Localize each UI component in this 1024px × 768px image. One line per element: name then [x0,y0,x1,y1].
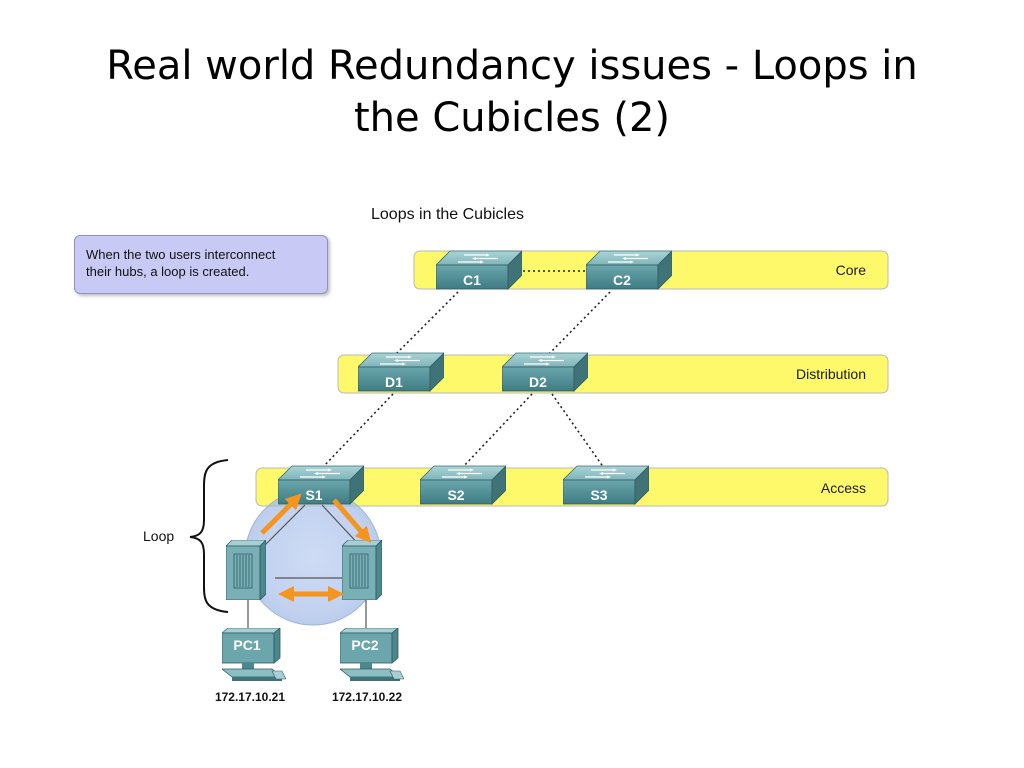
link-s1-hub1 [261,504,306,549]
distribution-layer-label: Distribution [796,366,866,382]
info-callout: When the two users interconnect their hu… [74,235,328,294]
distribution-layer: Distribution [337,354,889,394]
pc-1-ip-address: 172.17.10.21 [215,690,285,704]
link-c2-d2 [547,291,611,356]
switch-s3: S3 [563,465,649,505]
switch-d2-label: D2 [529,374,547,390]
switch-s1-label: S1 [305,487,322,503]
pc-1: PC1 [222,628,286,682]
switch-s3-label: S3 [590,487,607,503]
link-d2-s2 [461,393,533,469]
switch-c1: C1 [436,250,522,290]
slide-title: Real world Redundancy issues - Loops in … [60,40,964,144]
switch-d1-label: D1 [385,374,403,390]
loop-label: Loop [143,528,174,544]
switch-c1-label: C1 [463,272,481,288]
core-layer-label: Core [836,262,867,278]
loop-arrows [260,493,372,603]
switch-s2-label: S2 [447,487,464,503]
hub-1 [226,540,266,600]
link-c1-d1 [394,291,459,356]
callout-line-1: When the two users interconnect [86,247,276,262]
pc-1-label: PC1 [233,637,260,653]
loop-brace-icon [189,459,229,613]
link-d1-s1 [321,393,394,469]
link-d2-s3 [551,393,605,469]
hub-2 [342,540,382,600]
switch-d1: D1 [358,352,444,392]
pc-2: PC2 [340,628,404,682]
slide-title-line-1: Real world Redundancy issues - Loops in [106,43,918,89]
switch-s1: S1 [278,465,364,505]
switch-c2-label: C2 [613,272,631,288]
slide-title-line-2: the Cubicles (2) [353,95,671,141]
loop-arrow-up-icon [260,493,302,535]
diagram-caption: Loops in the Cubicles [371,206,524,223]
loop-arrow-down-icon [332,498,372,544]
callout-line-2: their hubs, a loop is created. [86,264,250,279]
network-links [321,270,611,469]
pc-2-label: PC2 [351,637,378,653]
switch-d2: D2 [502,352,588,392]
switch-s2: S2 [420,465,506,505]
switch-c2: C2 [586,250,672,290]
access-layer-label: Access [821,480,866,496]
pc-2-ip-address: 172.17.10.22 [332,690,402,704]
